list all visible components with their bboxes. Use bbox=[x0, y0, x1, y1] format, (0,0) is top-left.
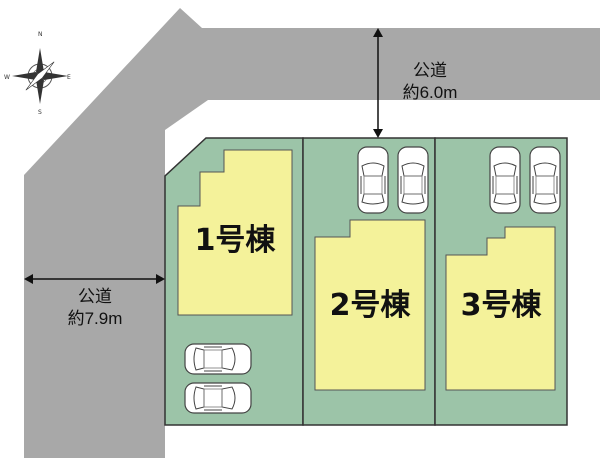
car-icon bbox=[489, 146, 521, 214]
road-label-west: 公道 約7.9m bbox=[40, 286, 150, 330]
compass-rose-icon: N S E W bbox=[4, 31, 71, 116]
road-west-name: 公道 bbox=[78, 287, 112, 306]
car-icon bbox=[529, 146, 561, 214]
car-icon bbox=[397, 146, 429, 214]
compass-south-label: S bbox=[38, 109, 42, 116]
building-1 bbox=[177, 149, 293, 316]
lot-1-label: 1号棟 bbox=[195, 223, 277, 258]
road-label-north: 公道 約6.0m bbox=[380, 60, 480, 104]
compass-west-label: W bbox=[4, 74, 10, 81]
compass-north-label: N bbox=[38, 31, 43, 38]
road-north-name: 公道 bbox=[413, 61, 447, 80]
road-width-arrow-north bbox=[373, 28, 383, 138]
compass-east-label: E bbox=[67, 74, 71, 81]
lot-2-label: 2号棟 bbox=[330, 288, 412, 323]
road-width-arrow-west bbox=[24, 274, 165, 284]
building-3 bbox=[445, 226, 556, 391]
car-icon bbox=[184, 382, 252, 414]
lot-3-label: 3号棟 bbox=[461, 288, 543, 323]
parking-cars bbox=[184, 146, 561, 414]
road-north-width: 約6.0m bbox=[402, 83, 458, 102]
road-west-width: 約7.9m bbox=[67, 309, 123, 328]
public-road-north-west bbox=[24, 8, 600, 458]
car-icon bbox=[357, 146, 389, 214]
car-icon bbox=[184, 343, 252, 375]
building-2 bbox=[314, 219, 426, 391]
